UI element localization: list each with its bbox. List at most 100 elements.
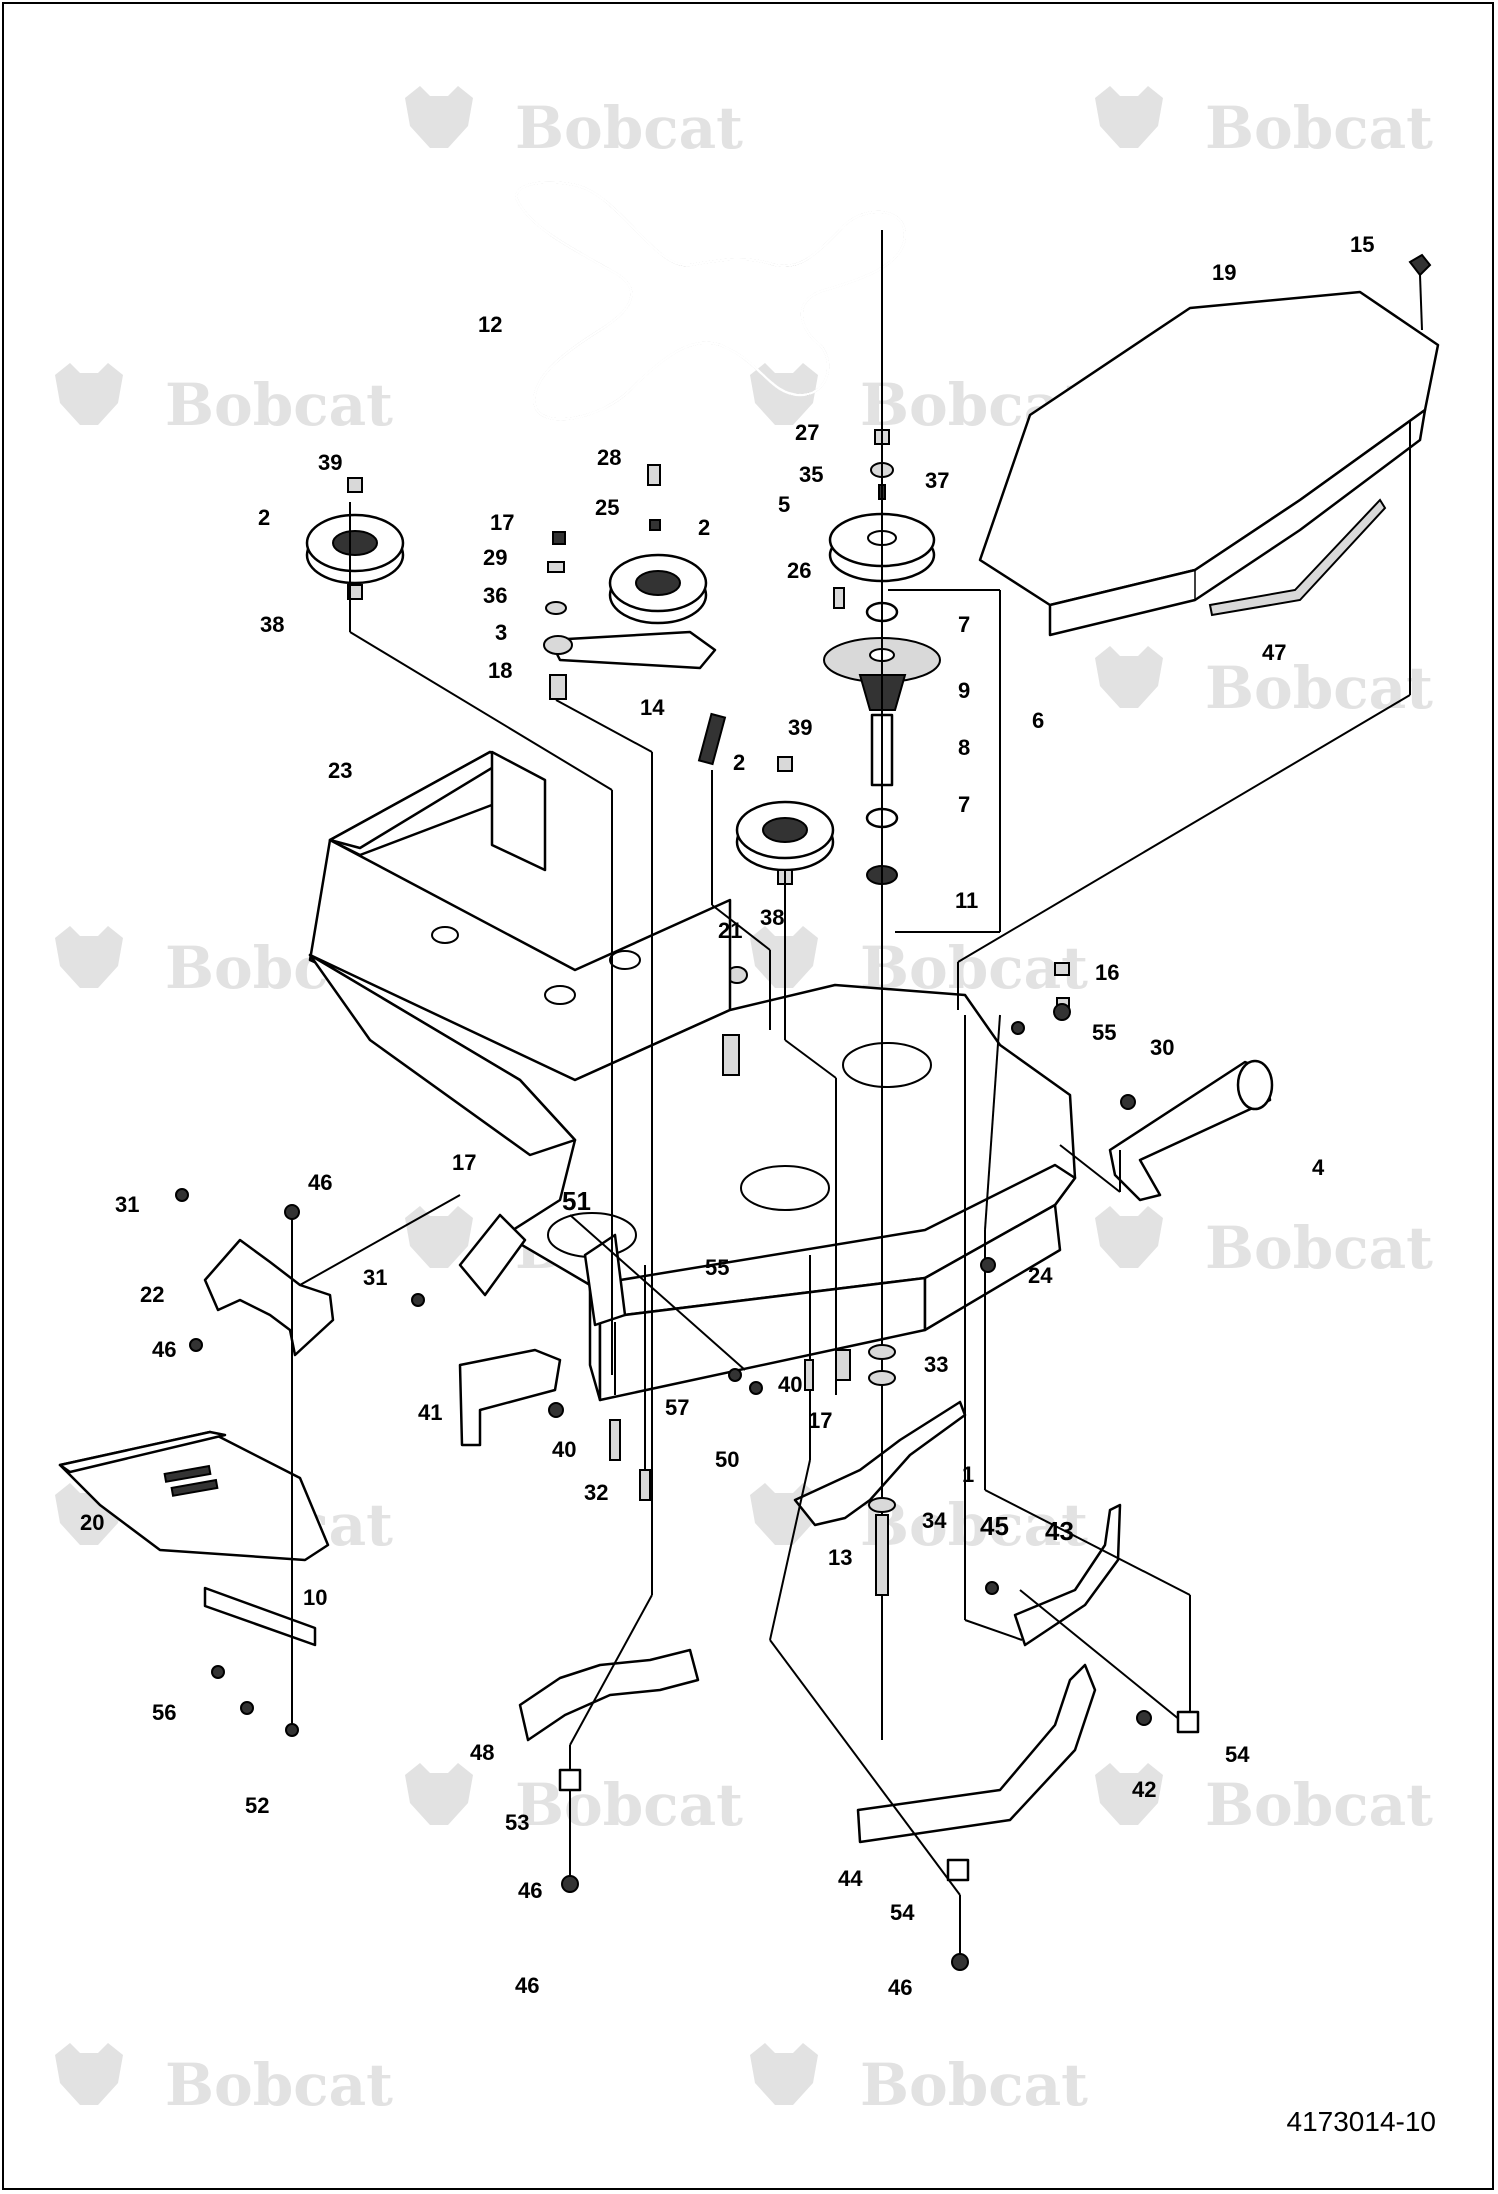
callout-48: 48 (470, 1740, 494, 1765)
callout-27: 27 (795, 420, 819, 445)
callout-2: 2 (733, 750, 745, 775)
callout-28: 28 (597, 445, 621, 470)
callout-30: 30 (1150, 1035, 1174, 1060)
callout-34: 34 (922, 1508, 947, 1533)
callout-2: 2 (698, 515, 710, 540)
callout-20: 20 (80, 1510, 104, 1535)
bobcat-head-icon (405, 1763, 473, 1825)
callout-53: 53 (505, 1810, 529, 1835)
callout-17: 17 (808, 1408, 832, 1433)
watermark-text: Bobcat (165, 371, 393, 439)
callout-43: 43 (1045, 1516, 1074, 1546)
bobcat-head-icon (55, 363, 123, 425)
callout-3: 3 (495, 620, 507, 645)
bobcat-head-icon (1095, 86, 1163, 148)
chute-mount-bracket (458, 1348, 562, 1447)
bobcat-head-icon (405, 1206, 473, 1268)
idler-arm (543, 630, 717, 670)
cover-knob (1408, 253, 1432, 331)
bobcat-head-icon (1095, 1206, 1163, 1268)
callout-4: 4 (1312, 1155, 1325, 1180)
bobcat-head-icon (55, 926, 123, 988)
bobcat-head-icon (1095, 1763, 1163, 1825)
callout-33: 33 (924, 1352, 948, 1377)
callout-56: 56 (152, 1700, 176, 1725)
callout-19: 19 (1212, 260, 1236, 285)
anti-scalp-arm (1108, 1059, 1274, 1202)
bobcat-head-icon (55, 2043, 123, 2105)
callout-10: 10 (303, 1585, 327, 1610)
callout-45: 45 (980, 1511, 1009, 1541)
cover-strip (1208, 498, 1387, 617)
baffle-lower (856, 1663, 1097, 1844)
callout-52: 52 (245, 1793, 269, 1818)
callout-16: 16 (1095, 960, 1119, 985)
motor-mount-platform (308, 750, 732, 1082)
callout-2: 2 (258, 505, 270, 530)
callout-57: 57 (665, 1395, 689, 1420)
callout-26: 26 (787, 558, 811, 583)
callout-46: 46 (152, 1337, 176, 1362)
callout-47: 47 (1262, 640, 1286, 665)
callout-17: 17 (452, 1150, 476, 1175)
pulley-lower (735, 800, 835, 872)
idler-spring (697, 712, 727, 766)
callout-46: 46 (518, 1878, 542, 1903)
callout-9: 9 (958, 678, 970, 703)
callout-38: 38 (760, 905, 784, 930)
discharge-bracket (203, 1238, 335, 1357)
callout-5: 5 (778, 492, 790, 517)
callout-15: 15 (1350, 232, 1374, 257)
anti-scalp-bolt (1120, 1094, 1136, 1110)
callout-18: 18 (488, 658, 512, 683)
watermark-text: Bobcat (1205, 1214, 1433, 1282)
callout-31: 31 (115, 1192, 139, 1217)
callout-23: 23 (328, 758, 352, 783)
discharge-chute (58, 1430, 330, 1562)
idler-bushing (549, 674, 567, 700)
watermark-text: Bobcat (515, 94, 743, 162)
watermark-text: Bobcat (860, 2051, 1088, 2119)
baffle-small (518, 1648, 700, 1742)
callout-39: 39 (788, 715, 812, 740)
callout-54: 54 (890, 1900, 915, 1925)
callout-1: 1 (962, 1462, 974, 1487)
bobcat-head-icon (1095, 646, 1163, 708)
watermark-text: Bobcat (1205, 1771, 1433, 1839)
callout-24: 24 (1028, 1263, 1053, 1288)
watermark-text: Bobcat (1205, 654, 1433, 722)
callout-55: 55 (705, 1255, 729, 1280)
callout-6: 6 (1032, 708, 1044, 733)
callout-38: 38 (260, 612, 284, 637)
pulley-left (305, 513, 405, 585)
pulley-middle (608, 553, 708, 625)
callout-54: 54 (1225, 1742, 1250, 1767)
callout-8: 8 (958, 735, 970, 760)
callout-13: 13 (828, 1545, 852, 1570)
leader-lines (291, 230, 1411, 1960)
chute-bar (203, 1586, 317, 1647)
callout-36: 36 (483, 583, 507, 608)
callout-46: 46 (515, 1973, 539, 1998)
callout-50: 50 (715, 1447, 739, 1472)
callout-39: 39 (318, 450, 342, 475)
callout-21: 21 (718, 918, 742, 943)
callout-25: 25 (595, 495, 619, 520)
belt-cover (978, 290, 1440, 637)
callout-37: 37 (925, 468, 949, 493)
callout-7: 7 (958, 612, 970, 637)
callout-17: 17 (490, 510, 514, 535)
bobcat-head-icon (405, 86, 473, 148)
callout-35: 35 (799, 462, 823, 487)
callout-12: 12 (478, 312, 502, 337)
watermark-text: Bobcat (165, 2051, 393, 2119)
callout-11: 11 (955, 888, 978, 913)
callout-55: 55 (1092, 1020, 1116, 1045)
callout-14: 14 (640, 695, 665, 720)
callout-46: 46 (888, 1975, 912, 2000)
drive-belt (515, 181, 907, 421)
